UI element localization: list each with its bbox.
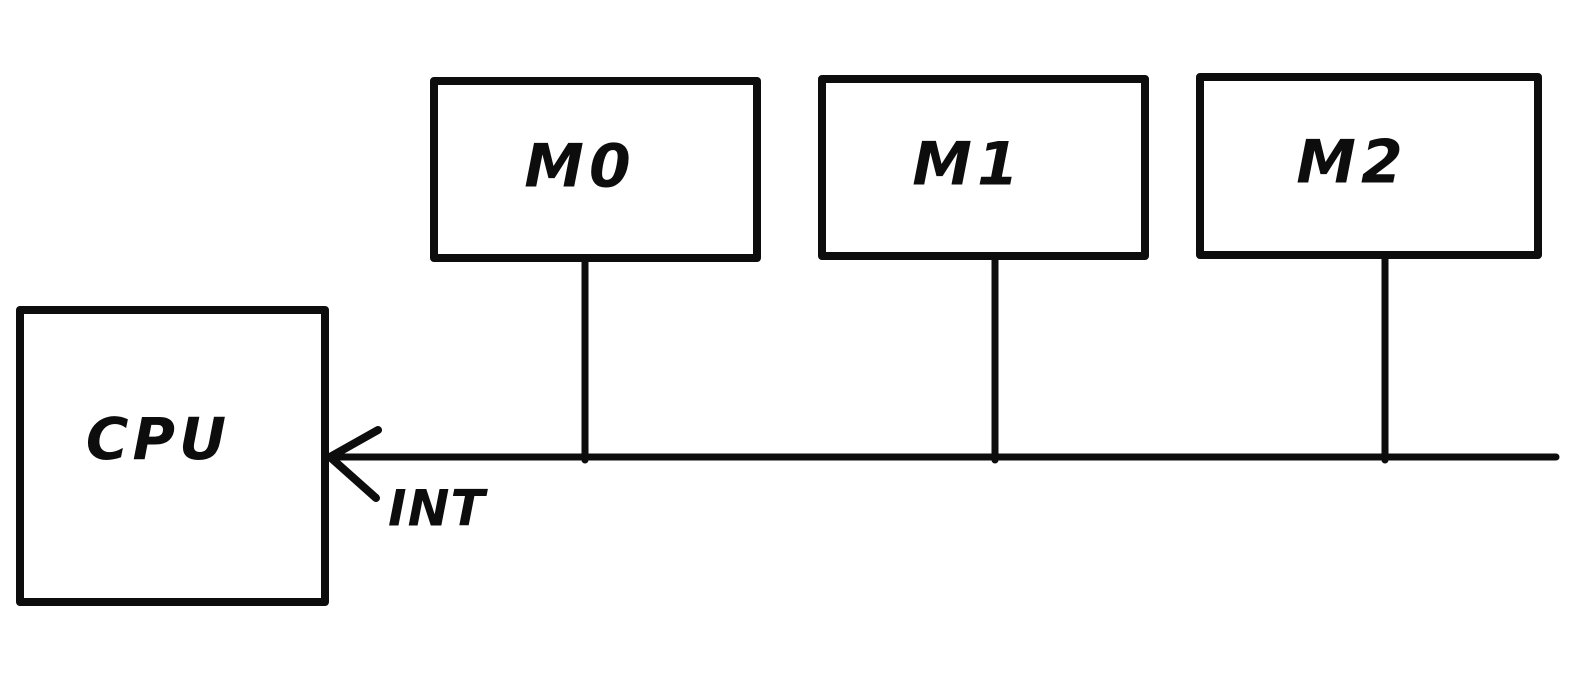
cpu-box[interactable]	[16, 306, 329, 606]
module-box-m2[interactable]	[1196, 73, 1542, 259]
cpu-label: CPU	[86, 405, 230, 473]
arrowhead-upper-barb-icon	[326, 426, 382, 461]
module-label-m1: M1	[912, 130, 1023, 200]
module-box-m1[interactable]	[818, 75, 1149, 260]
module-box-m0[interactable]	[430, 77, 761, 262]
interrupt-signal-label: INT	[388, 480, 488, 538]
arrowhead-lower-barb-icon	[326, 453, 380, 502]
module-label-m2: M2	[1296, 128, 1407, 198]
module-label-m0: M0	[524, 132, 635, 202]
